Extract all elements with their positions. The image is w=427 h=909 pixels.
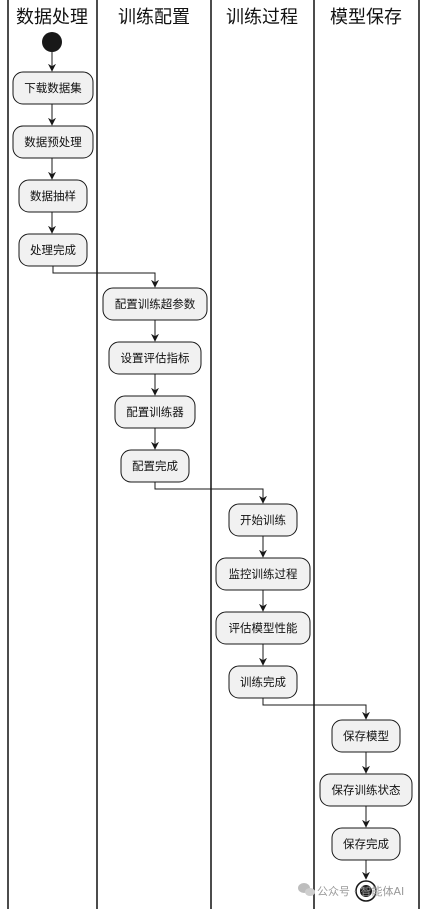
node-ms2-label: 保存训练状态 <box>332 783 401 797</box>
edge-tp4-ms1 <box>262 698 370 720</box>
edge-dp4-tc1 <box>52 266 159 288</box>
node-ms3-label: 保存完成 <box>343 837 389 851</box>
node-dp3 <box>18 179 88 213</box>
end-node <box>355 880 377 902</box>
lane-title-model-save: 模型保存 <box>330 7 402 28</box>
node-dp2 <box>12 125 94 159</box>
start-node <box>42 32 62 52</box>
wechat-icon <box>298 883 315 896</box>
node-tc4-label: 配置完成 <box>132 459 178 473</box>
node-dp1 <box>12 71 94 105</box>
node-dp4-label: 处理完成 <box>30 243 76 257</box>
node-tc3-label: 配置训练器 <box>126 405 184 419</box>
lane-title-data-processing: 数据处理 <box>16 7 88 28</box>
node-tp3-label: 评估模型性能 <box>229 621 298 635</box>
edge-tc4-tp1 <box>154 482 267 504</box>
node-tc1-label: 配置训练超参数 <box>115 297 196 311</box>
node-tp1-label: 开始训练 <box>240 513 286 527</box>
node-dp2-label: 数据预处理 <box>24 135 82 149</box>
node-tp4-label: 训练完成 <box>240 675 286 689</box>
node-dp3-label: 数据抽样 <box>30 189 76 203</box>
node-tc2-label: 设置评估指标 <box>121 351 190 365</box>
node-ms1-label: 保存模型 <box>343 729 389 743</box>
node-tp2-label: 监控训练过程 <box>229 567 298 581</box>
node-dp1-label: 下载数据集 <box>24 81 82 95</box>
lane-title-training-config: 训练配置 <box>118 7 190 28</box>
watermark: 公众号 · 智能体AI <box>298 883 404 898</box>
lane-title-training-process: 训练过程 <box>226 7 298 28</box>
watermark-text: 公众号 · 智能体AI <box>317 884 404 898</box>
